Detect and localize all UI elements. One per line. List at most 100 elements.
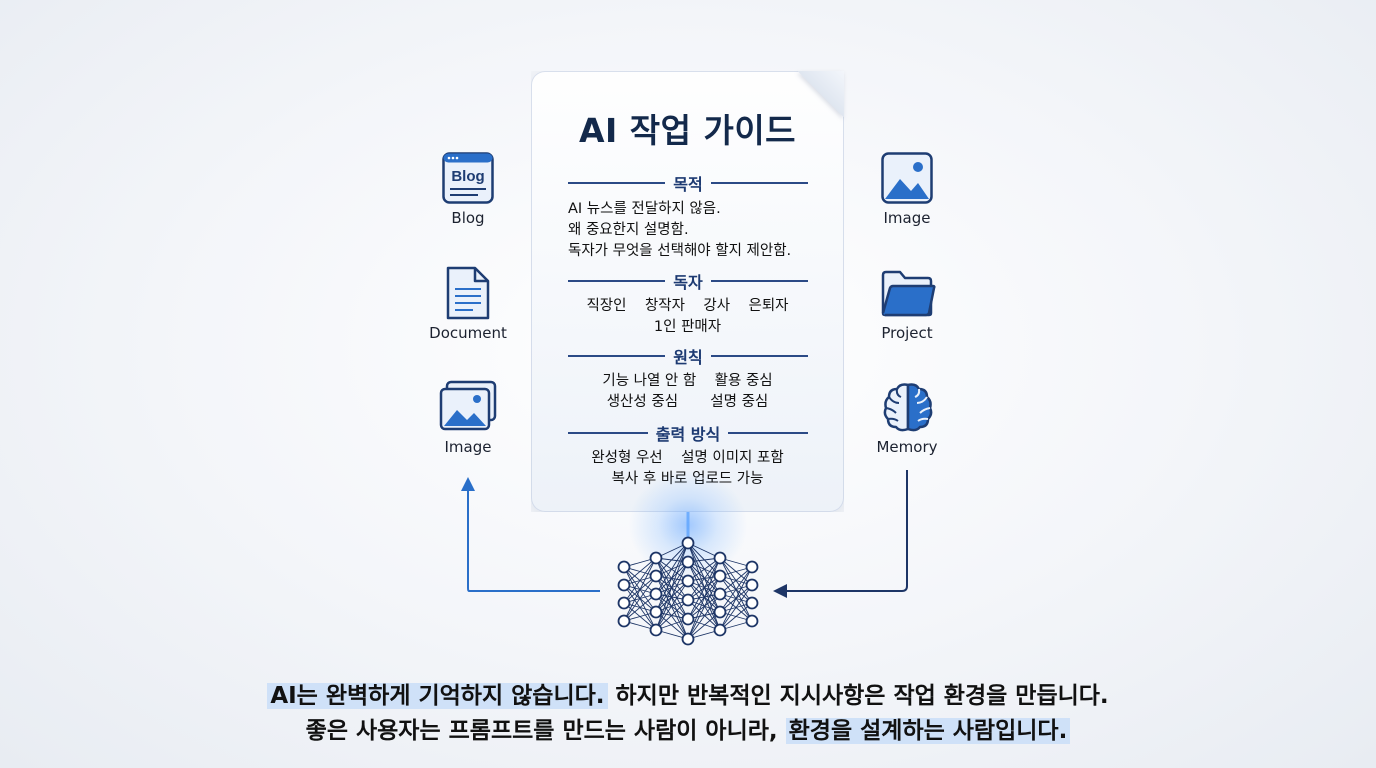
net-node (713, 587, 727, 601)
net-edge (687, 557, 721, 620)
caption-line-2-rest: 좋은 사용자는 프롬프트를 만드는 사람이 아니라, (305, 718, 786, 744)
right-input-arrow (773, 470, 908, 598)
left-return-arrow (461, 477, 600, 592)
net-edge (655, 542, 689, 595)
net-edge (687, 542, 721, 595)
image-left-label: Image (444, 438, 492, 456)
net-edge (655, 575, 689, 601)
net-edge (623, 557, 657, 604)
net-node (681, 536, 695, 550)
caption-line-1-highlight: AI는 완벽하게 기억하지 않습니다. (267, 683, 608, 709)
net-edge (687, 561, 721, 613)
principles-line-2: 생산성 중심 설명 중심 (606, 394, 769, 410)
purpose-line-2: 왜 중요한지 설명함. (568, 222, 689, 238)
net-edge (655, 542, 689, 613)
net-node (681, 612, 695, 626)
net-edge (719, 566, 753, 613)
net-edge (623, 575, 657, 622)
readers-line-2: 1인 판매자 (653, 319, 722, 335)
net-node (681, 574, 695, 588)
document-icon[interactable] (445, 265, 491, 321)
net-node (713, 605, 727, 619)
net-edge (719, 602, 753, 631)
net-edge (687, 575, 721, 640)
net-edge (687, 599, 721, 631)
net-edge (687, 561, 721, 595)
net-node (649, 587, 663, 601)
net-edge (655, 542, 689, 577)
net-node (649, 623, 663, 637)
image-icon[interactable] (881, 152, 933, 204)
guide-title: AI 작업 가이드 (578, 111, 797, 150)
net-edge (687, 557, 721, 601)
net-node (617, 614, 631, 628)
net-node (617, 596, 631, 610)
net-node (681, 632, 695, 646)
neural-network-icon (617, 536, 759, 646)
net-node (681, 593, 695, 607)
net-edge (687, 557, 721, 640)
output-line-1: 완성형 우선 설명 이미지 포함 (591, 450, 784, 466)
net-node (745, 614, 759, 628)
section-heading-principles: 원칙 (568, 344, 809, 368)
caption-line-2: 좋은 사용자는 프롬프트를 만드는 사람이 아니라, 환경을 설계하는 사람입니… (0, 711, 1376, 745)
net-edge (655, 593, 689, 620)
net-edge (687, 593, 721, 620)
purpose-line-3: 독자가 무엇을 선택해야 할지 제안함. (568, 243, 792, 259)
purpose-line-1: AI 뉴스를 전달하지 않음. (568, 201, 721, 217)
net-node (649, 605, 663, 619)
net-edge (655, 575, 689, 640)
net-edge (655, 580, 689, 631)
net-node (745, 578, 759, 592)
net-edge (687, 557, 721, 582)
net-node (713, 551, 727, 565)
net-edge (655, 557, 689, 640)
net-node (745, 560, 759, 574)
net-edge (719, 566, 753, 631)
brain-icon[interactable] (882, 381, 934, 433)
net-node (617, 560, 631, 574)
section-heading-output: 출력 방식 (568, 421, 809, 445)
caption-line-1-rest: 하지만 반복적인 지시사항은 작업 환경을 만듭니다. (607, 683, 1109, 709)
section-heading-readers: 독자 (568, 269, 809, 293)
caption-line-1: AI는 완벽하게 기억하지 않습니다. 하지만 반복적인 지시사항은 작업 환경… (0, 676, 1376, 710)
net-edge (719, 566, 753, 595)
net-edge (655, 575, 689, 620)
net-edge (687, 580, 721, 613)
blog-label: Blog (451, 209, 485, 227)
net-edge (655, 557, 689, 601)
net-node (649, 569, 663, 583)
net-node (713, 623, 727, 637)
net-edge (719, 584, 753, 631)
net-edge (687, 580, 721, 631)
net-node (681, 555, 695, 569)
image-stack-icon[interactable] (439, 380, 497, 432)
document-label: Document (429, 324, 507, 342)
net-node (745, 596, 759, 610)
net-edge (655, 599, 689, 631)
blog-icon[interactable]: Blog (442, 152, 494, 204)
folder-icon[interactable] (880, 269, 936, 317)
net-node (713, 569, 727, 583)
image-right-label: Image (883, 209, 931, 227)
net-node (649, 551, 663, 565)
net-edge (687, 593, 721, 640)
net-edge (623, 557, 657, 586)
net-edge (655, 561, 689, 631)
guide-document-card (531, 71, 844, 512)
section-heading-purpose: 목적 (568, 171, 809, 195)
caption-line-2-highlight: 환경을 설계하는 사람입니다. (785, 718, 1071, 744)
readers-line-1: 직장인 창작자 강사 은퇴자 (586, 298, 789, 314)
principles-line-1: 기능 나열 안 함 활용 중심 (602, 373, 773, 389)
project-label: Project (881, 324, 933, 342)
page-fold-corner (798, 71, 844, 117)
net-edge (687, 611, 721, 640)
net-edge (623, 557, 657, 622)
net-edge (623, 593, 657, 622)
blog-icon-text: Blog (451, 168, 484, 185)
memory-label: Memory (876, 438, 938, 456)
net-edge (655, 557, 689, 582)
net-node (617, 578, 631, 592)
